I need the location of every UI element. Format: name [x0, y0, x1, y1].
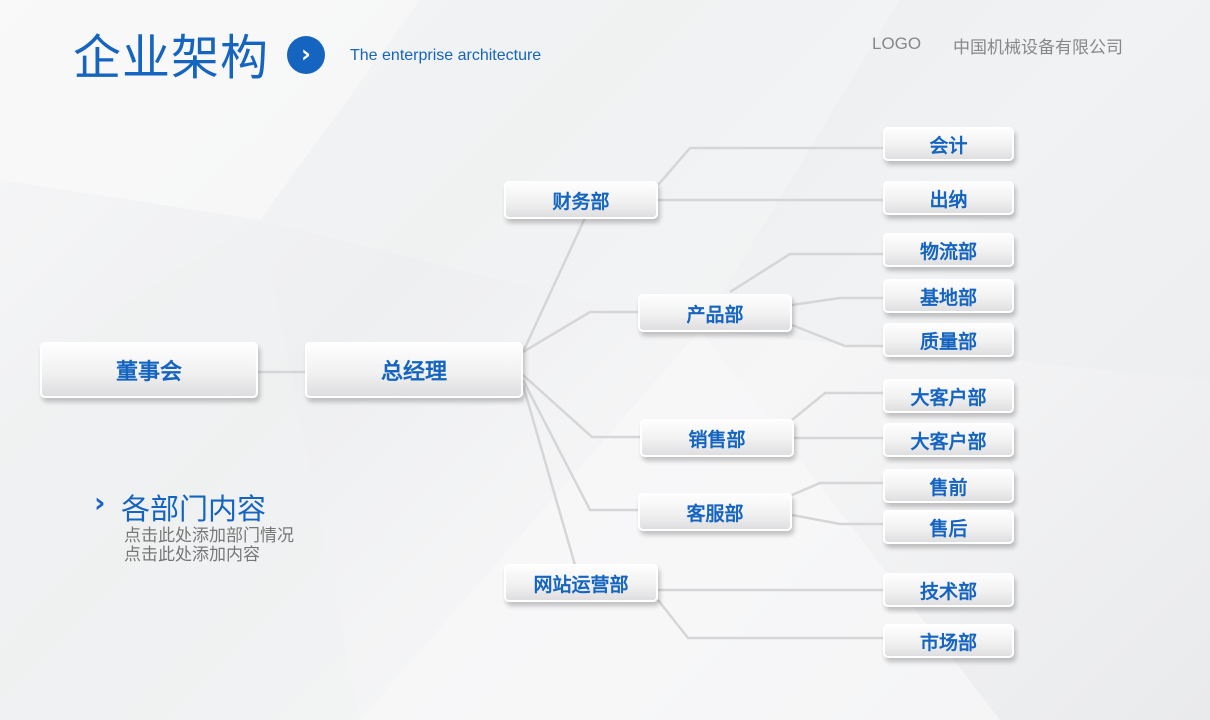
company-name: 中国机械设备有限公司: [953, 38, 1123, 58]
node-product[interactable]: 产品部: [638, 294, 792, 332]
chevron-right-icon: ›: [94, 486, 106, 519]
connector: [791, 391, 883, 421]
connector: [791, 481, 883, 497]
logo: LOGO: [872, 34, 922, 53]
connector: [521, 384, 577, 566]
connector: [522, 310, 638, 354]
node-web-operations[interactable]: 网站运营部: [504, 564, 658, 602]
page-subtitle: The enterprise architecture: [350, 47, 542, 64]
node-accounting[interactable]: 会计: [883, 127, 1014, 161]
chevron-right-icon: ›: [287, 36, 325, 74]
connector: [791, 513, 883, 526]
node-marketing[interactable]: 市场部: [883, 624, 1014, 658]
connector: [521, 379, 638, 512]
connector: [791, 296, 883, 307]
node-general-manager[interactable]: 总经理: [305, 342, 523, 398]
section-text[interactable]: 点击此处添加内容: [124, 545, 260, 565]
page-title: 企业架构: [73, 30, 270, 86]
connector: [657, 599, 883, 640]
connector: [729, 252, 883, 294]
node-board[interactable]: 董事会: [40, 342, 258, 398]
section-title: 各部门内容: [121, 492, 267, 526]
node-finance[interactable]: 财务部: [504, 181, 658, 219]
node-aftersales[interactable]: 售后: [883, 510, 1014, 544]
connector: [791, 323, 883, 348]
node-key-accounts-2[interactable]: 大客户部: [883, 423, 1014, 457]
node-technology[interactable]: 技术部: [883, 573, 1014, 607]
section-text[interactable]: 点击此处添加部门情况: [124, 526, 294, 546]
node-logistics[interactable]: 物流部: [883, 233, 1014, 267]
connector: [657, 146, 883, 186]
node-base[interactable]: 基地部: [883, 279, 1014, 313]
node-quality[interactable]: 质量部: [883, 323, 1014, 357]
connector: [522, 374, 640, 439]
node-cashier[interactable]: 出纳: [883, 181, 1014, 215]
node-key-accounts-1[interactable]: 大客户部: [883, 379, 1014, 413]
node-sales[interactable]: 销售部: [640, 419, 794, 457]
node-presales[interactable]: 售前: [883, 469, 1014, 503]
connector: [521, 217, 587, 353]
node-customer-service[interactable]: 客服部: [638, 493, 792, 531]
